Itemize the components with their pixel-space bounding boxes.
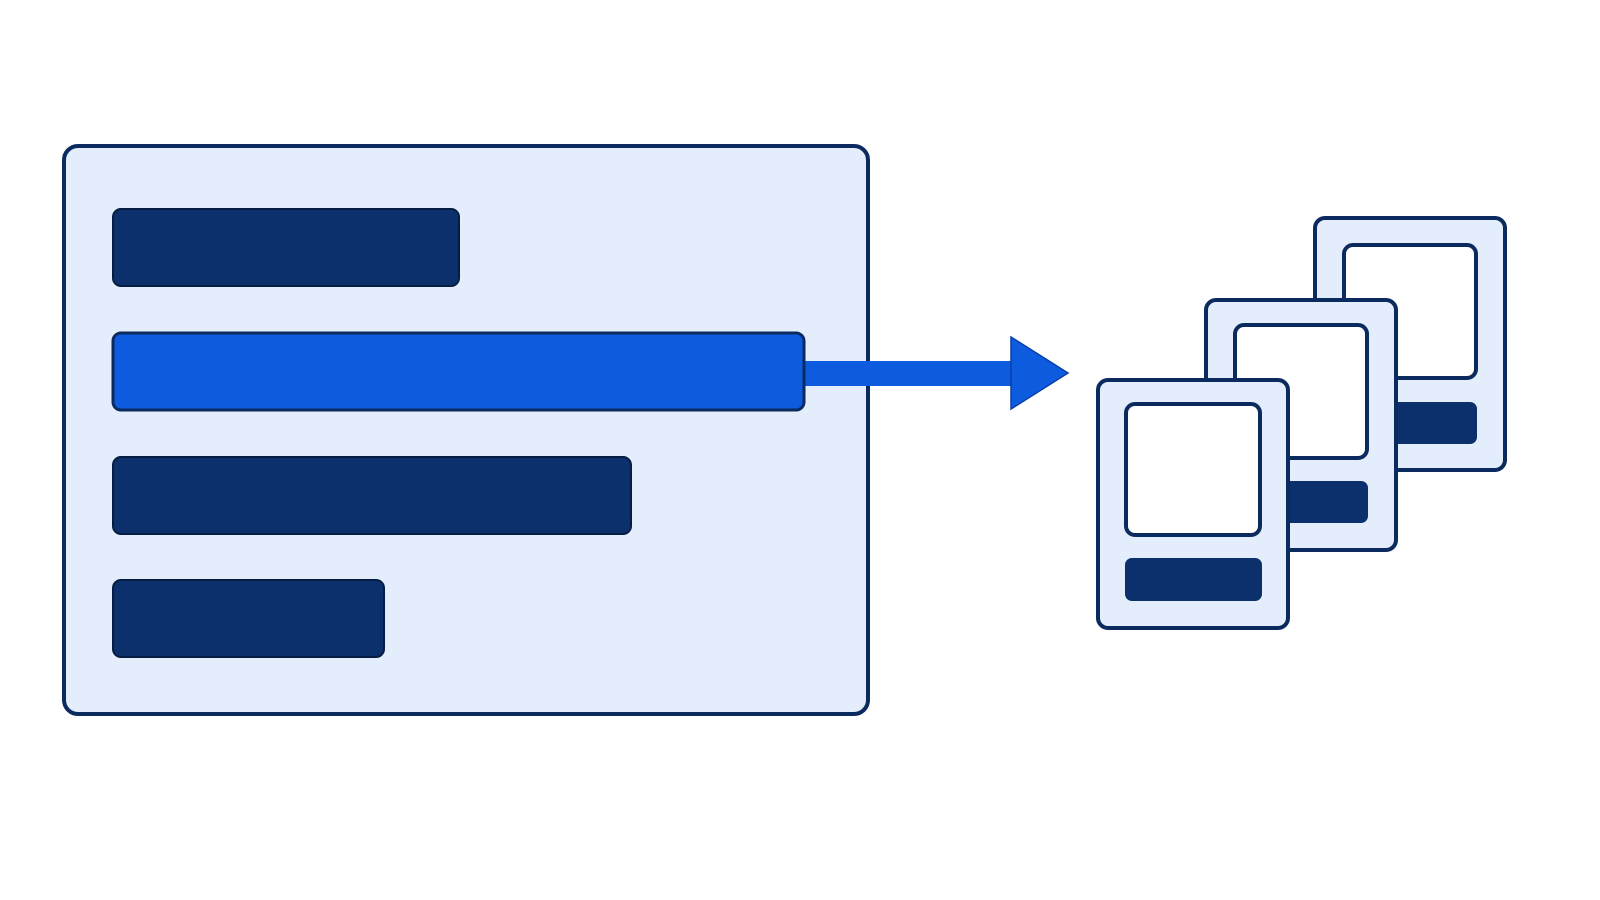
arrow-head	[1010, 335, 1070, 411]
card-front-image-placeholder	[1124, 402, 1262, 537]
list-panel	[62, 144, 870, 716]
list-row-1	[112, 208, 460, 287]
card-front-label-bar	[1125, 558, 1262, 601]
list-row-2-selected	[111, 331, 806, 412]
arrow-shaft	[800, 361, 1014, 386]
card-stack	[1096, 216, 1507, 630]
list-row-3	[112, 456, 632, 535]
list-row-4	[112, 579, 385, 658]
arrow-right	[800, 335, 1070, 411]
card-front	[1096, 378, 1290, 630]
list-panel-frame	[62, 144, 870, 716]
